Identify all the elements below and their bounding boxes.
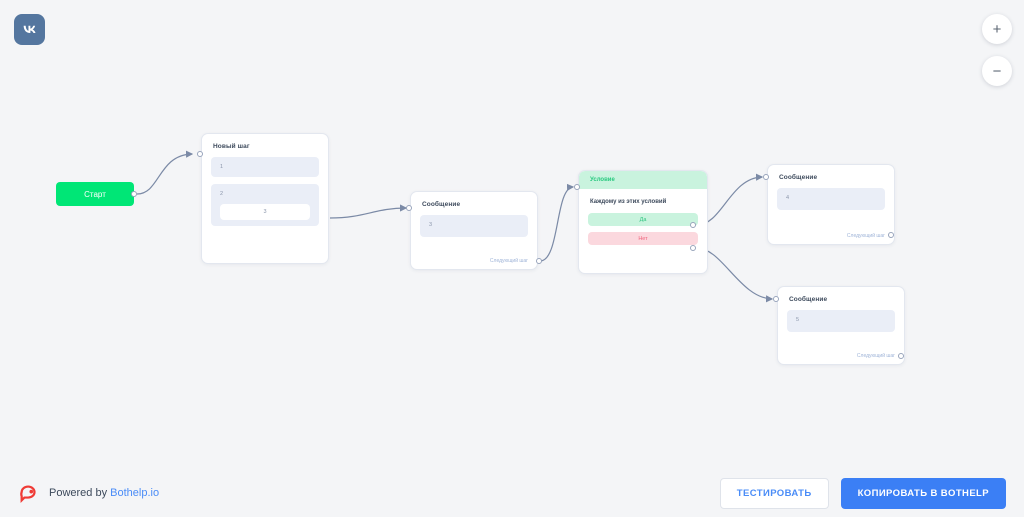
powered-by-text: Powered by Bothelp.io xyxy=(49,487,159,499)
node-message-3-output-port[interactable] xyxy=(898,353,904,359)
zoom-out-control[interactable]: − xyxy=(982,56,1012,86)
copy-to-bothelp-button[interactable]: КОПИРОВАТЬ В BOTHELP xyxy=(840,477,1006,509)
node-condition-input-port[interactable] xyxy=(574,184,580,190)
node-title: Сообщение xyxy=(789,296,828,303)
node-new-step[interactable]: Новый шаг 1 2 3 xyxy=(201,133,329,264)
footer-actions: ТЕСТИРОВАТЬ КОПИРОВАТЬ В BOTHELP xyxy=(719,477,1006,509)
node-block-text: 4 xyxy=(786,195,790,201)
node-block-text: 5 xyxy=(796,317,800,323)
node-block-text: 1 xyxy=(220,164,224,170)
node-block[interactable]: 2 3 xyxy=(211,184,319,226)
powered-by: Powered by Bothelp.io xyxy=(18,482,159,504)
vk-icon xyxy=(14,14,45,45)
node-block[interactable]: 1 xyxy=(211,157,319,177)
node-block-text: 2 xyxy=(220,191,224,197)
zoom-in-button[interactable]: + xyxy=(982,14,1012,44)
node-message-2-output-port[interactable] xyxy=(888,232,894,238)
node-message-3-input-port[interactable] xyxy=(773,296,779,302)
zoom-in-control[interactable]: + xyxy=(982,14,1012,44)
condition-subtitle: Каждому из этих условий xyxy=(590,199,667,205)
node-message-1-input-port[interactable] xyxy=(406,205,412,211)
node-title: Сообщение xyxy=(422,201,461,208)
bothelp-chat-icon xyxy=(20,485,36,503)
condition-header: Условие xyxy=(579,171,707,189)
node-message-2[interactable]: Сообщение 4 Следующий шаг xyxy=(767,164,895,245)
next-step-link[interactable]: Следующий шаг xyxy=(856,353,895,359)
next-step-link[interactable]: Следующий шаг xyxy=(846,233,885,239)
zoom-out-button[interactable]: − xyxy=(982,56,1012,86)
node-block[interactable]: 3 xyxy=(420,215,528,237)
node-new-step-input-port[interactable] xyxy=(197,151,203,157)
powered-by-prefix: Powered by xyxy=(49,487,111,499)
node-block[interactable]: 5 xyxy=(787,310,895,332)
node-message-1[interactable]: Сообщение 3 Следующий шаг xyxy=(410,191,538,270)
node-block[interactable]: 4 xyxy=(777,188,885,210)
start-node-output-port[interactable] xyxy=(131,191,137,197)
condition-branch-yes[interactable]: Да xyxy=(588,213,698,226)
condition-yes-output-port[interactable] xyxy=(690,222,696,228)
test-button[interactable]: ТЕСТИРОВАТЬ xyxy=(719,477,829,509)
node-message-1-output-port[interactable] xyxy=(536,258,542,264)
node-title: Сообщение xyxy=(779,174,818,181)
node-block-inner-button[interactable]: 3 xyxy=(220,204,310,220)
condition-branch-no[interactable]: Нет xyxy=(588,232,698,245)
footer-bar: Powered by Bothelp.io ТЕСТИРОВАТЬ КОПИРО… xyxy=(0,469,1024,517)
node-title: Новый шаг xyxy=(213,143,250,150)
start-node[interactable]: Старт xyxy=(56,182,134,206)
condition-no-output-port[interactable] xyxy=(690,245,696,251)
node-condition[interactable]: Условие Каждому из этих условий Да Нет xyxy=(578,170,708,274)
node-message-3[interactable]: Сообщение 5 Следующий шаг xyxy=(777,286,905,365)
bothelp-link[interactable]: Bothelp.io xyxy=(110,487,160,499)
next-step-link[interactable]: Следующий шаг xyxy=(489,258,528,264)
node-block-text: 3 xyxy=(429,222,433,228)
node-message-2-input-port[interactable] xyxy=(763,174,769,180)
